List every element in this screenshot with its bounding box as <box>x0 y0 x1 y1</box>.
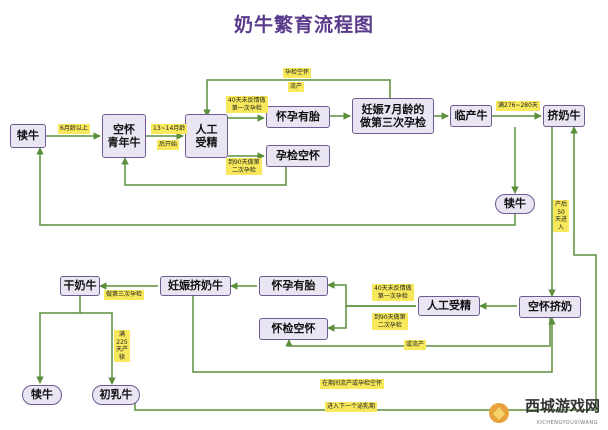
label-90day-mid: 到90天做第 二次孕检 <box>372 313 408 330</box>
node-huaiyun-mid: 怀孕有胎 <box>259 276 328 296</box>
label-liuchan-mid: 或流产 <box>404 340 427 350</box>
label-6month: 6月龄以上 <box>58 124 90 134</box>
label-kaipei: 后开始 <box>157 140 180 150</box>
label-liuchan-top: 流产 <box>288 82 305 92</box>
arrow-kong-back <box>121 157 287 186</box>
node-dunniu-left: 犊牛 <box>10 124 46 148</box>
arrow-churu-jinai <box>134 126 597 411</box>
node-yunjian-kongwai-top: 孕检空怀 <box>266 145 330 167</box>
arrow-rengong-kong-mid <box>327 305 416 332</box>
arrow-liuchan-back <box>192 296 556 373</box>
node-rengong-shoujing: 人工 受精 <box>185 114 228 158</box>
label-225-days: 满 225 天产 犊 <box>114 330 131 362</box>
page-title: 奶牛繁育流程图 <box>233 14 374 36</box>
label-third-check: 做第三次孕检 <box>104 290 145 300</box>
label-zaiqi-liuchan: 在期间流产或孕检空怀 <box>320 379 385 389</box>
label-yunjian-kongwai: 孕检空怀 <box>283 68 312 78</box>
node-rengong-mid: 人工受精 <box>418 296 480 316</box>
node-kongwai-jinai: 空怀挤奶 <box>519 296 581 318</box>
node-ganniu: 干奶牛 <box>60 276 100 296</box>
arrow-ganniu-dunniu <box>36 296 81 384</box>
arrow-ganniu-churu <box>80 312 116 385</box>
node-dunniu-right: 犊牛 <box>495 194 535 214</box>
arrow-dunniu-back <box>36 147 516 226</box>
label-chanhou: 产后 50 天进 入 <box>553 200 570 232</box>
node-churu: 初乳牛 <box>92 385 140 405</box>
label-next-lactation: 进入下一个泌乳期 <box>325 402 378 412</box>
node-huaijian-kongwai: 怀检空怀 <box>259 318 328 340</box>
label-90day-top: 到90天做第 二次孕检 <box>226 158 262 175</box>
watermark-sub: XICHENGYOUXIWANG <box>536 420 598 426</box>
arrow-renshen-back <box>203 79 391 117</box>
node-dunniu-bottom: 犊牛 <box>22 385 62 405</box>
label-40day-top: 40天未反情做 第一次孕检 <box>226 96 268 113</box>
label-276-280: 满276~280天 <box>496 101 540 111</box>
watermark-name: 西城游戏网 <box>524 397 600 415</box>
label-40day-mid: 40天未反情做 第一次孕检 <box>372 284 414 301</box>
node-huaiyun-top: 怀孕有胎 <box>266 106 330 128</box>
node-renshen-jinai: 妊娠挤奶牛 <box>160 276 231 296</box>
node-linchan: 临产牛 <box>450 105 492 127</box>
node-renshen-7: 妊娠7月龄的 做第三次孕检 <box>352 98 434 134</box>
node-jinai-top: 挤奶牛 <box>543 105 585 127</box>
label-13-14: 13~14月龄 <box>151 124 188 134</box>
watermark-logo-icon <box>489 403 509 423</box>
node-kongwai-qingnian: 空怀 青年牛 <box>102 114 146 158</box>
